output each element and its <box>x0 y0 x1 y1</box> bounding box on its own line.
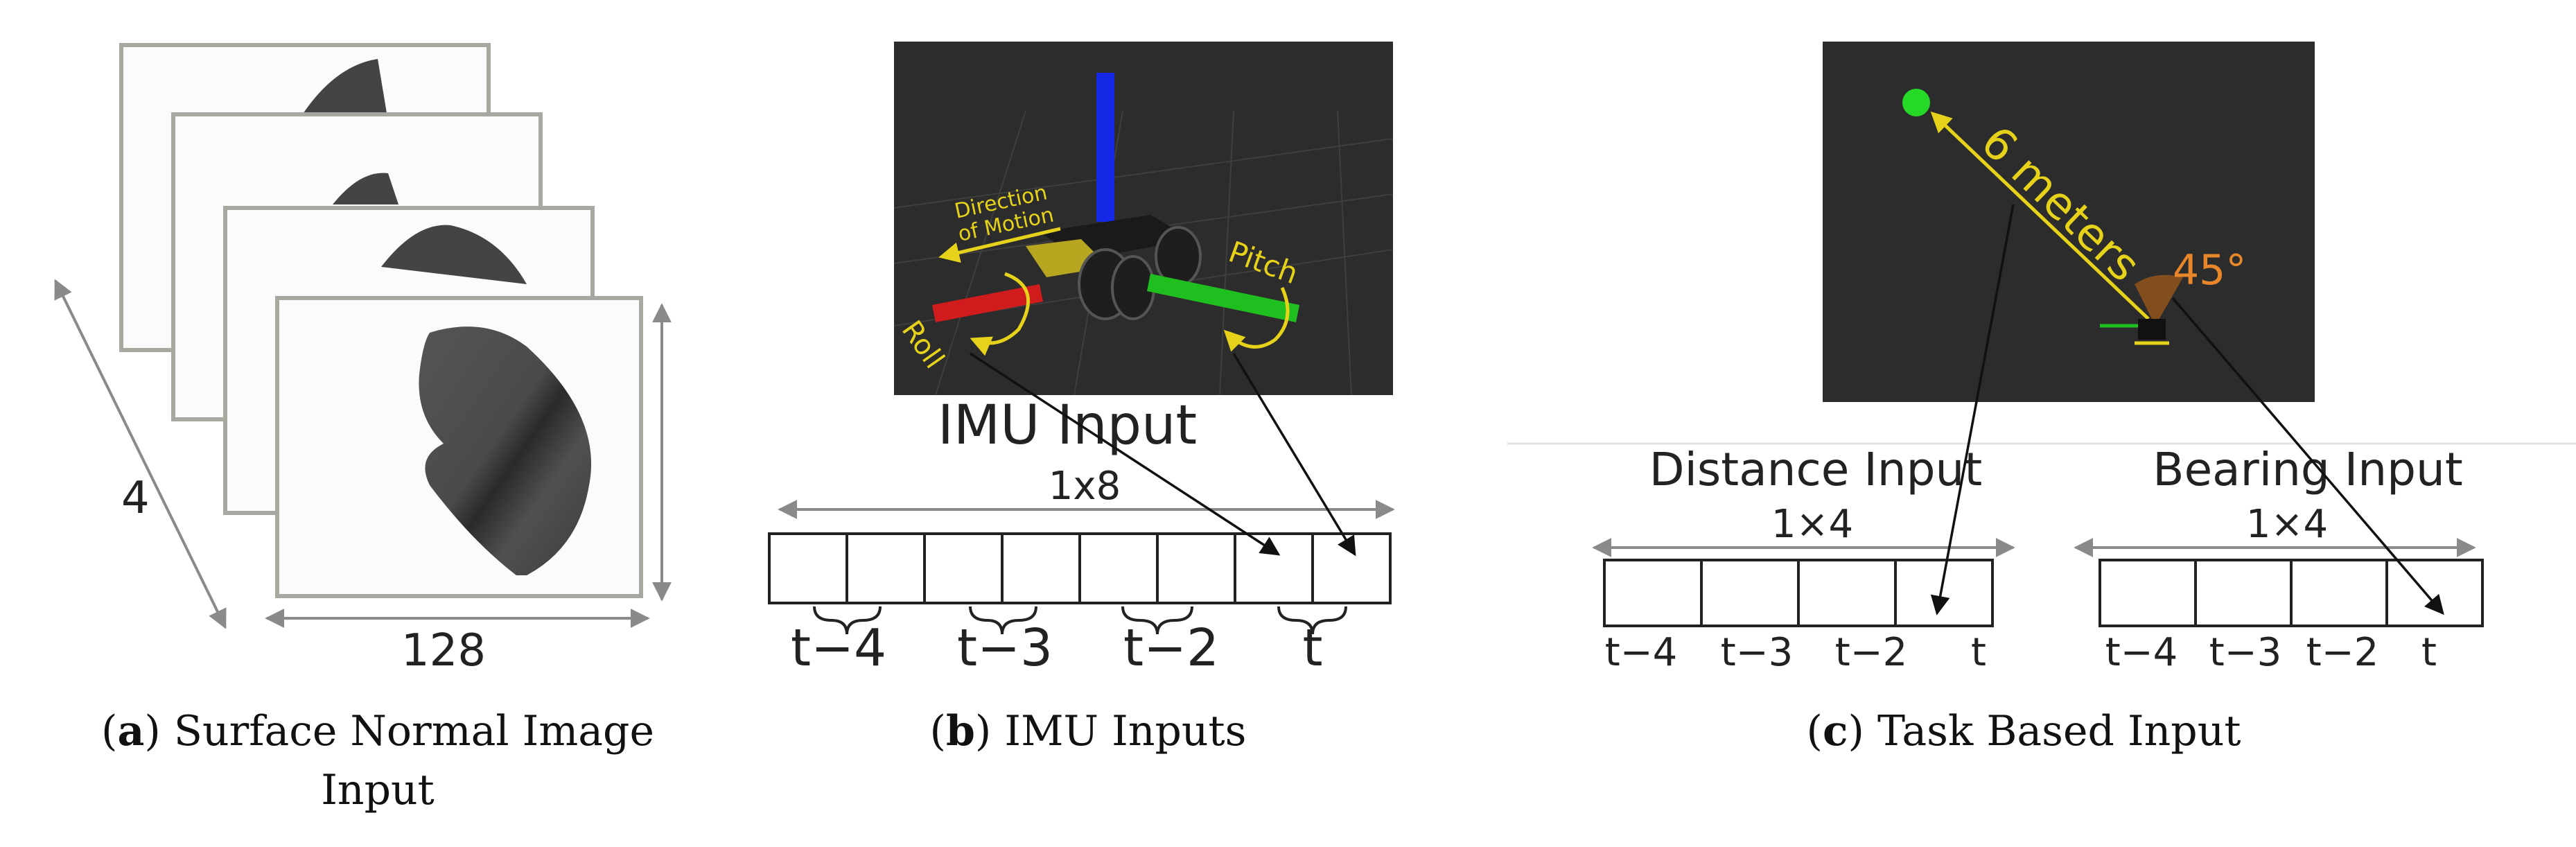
frame-3-shape <box>381 225 527 284</box>
imu-cell-7 <box>1234 532 1314 604</box>
x-axis-red <box>932 284 1043 322</box>
imu-tick-t-4: t−4 <box>791 618 886 678</box>
bearing-angle-wedge <box>2135 274 2183 326</box>
goal-marker <box>1902 89 1930 116</box>
image-stack <box>119 43 643 598</box>
distance-dims-label: 1×4 <box>1771 502 1853 547</box>
imu-tick-t: t <box>1302 618 1322 678</box>
robot-marker <box>2138 319 2166 340</box>
distance-input-title: Distance Input <box>1649 443 1982 496</box>
distance-tick-t-2: t−2 <box>1835 630 1908 675</box>
bearing-tick-t-3: t−3 <box>2209 630 2282 675</box>
frame-1-shape <box>298 59 388 121</box>
caption-a: (a) Surface Normal Image <box>101 707 654 756</box>
imu-tick-t-2: t−2 <box>1123 618 1219 678</box>
z-axis-blue <box>1096 73 1114 222</box>
roll-to-cell-arrow <box>970 352 1281 556</box>
roll-rotation-arrow <box>970 272 1031 356</box>
bearing-cell-1 <box>2099 559 2197 627</box>
bearing-cell-2 <box>2194 559 2293 627</box>
distance-tick-t-3: t−3 <box>1721 630 1794 675</box>
bearing-to-cell-arrow <box>2171 297 2444 615</box>
y-axis-green <box>1147 274 1299 322</box>
bearing-input-vector <box>2099 559 2484 627</box>
panel-c: 6 meters 45° Distance Input 1×4 t−4 t−3 … <box>1507 42 2576 756</box>
imu-cell-5 <box>1078 532 1159 604</box>
distance-tick-t-4: t−4 <box>1605 630 1678 675</box>
imu-cell-3 <box>923 532 1004 604</box>
bearing-input-title: Bearing Input <box>2153 443 2462 496</box>
bearing-tick-t-2: t−2 <box>2306 630 2379 675</box>
pitch-rotation-arrow <box>1223 286 1290 352</box>
bearing-tick-t-4: t−4 <box>2105 630 2178 675</box>
front-shape <box>419 326 592 575</box>
bearing-cell-4 <box>2385 559 2484 627</box>
imu-dims-label: 1x8 <box>1049 464 1121 509</box>
caption-c: (c) Task Based Input <box>1807 707 2241 756</box>
imu-cell-1 <box>768 532 848 604</box>
imu-cell-4 <box>1001 532 1081 604</box>
imu-cell-6 <box>1156 532 1236 604</box>
panel-b: Direction of Motion Roll Pitch IMU Input… <box>768 42 1395 756</box>
depth-label: 4 <box>121 473 150 524</box>
bearing-dims-label: 1×4 <box>2246 502 2328 547</box>
width-label: 128 <box>401 625 486 676</box>
distance-cell-1 <box>1603 559 1703 627</box>
direction-arrow <box>938 227 1061 263</box>
distance-to-cell-arrow <box>1930 204 2015 615</box>
caption-a-line2: Input <box>321 766 435 814</box>
imu-brackets <box>813 606 1347 635</box>
imu-cell-2 <box>845 532 926 604</box>
panel-a: 4 128 (a) Surface Normal Image Input <box>54 43 672 814</box>
distance-cell-3 <box>1797 559 1897 627</box>
distance-input-vector <box>1603 559 1994 627</box>
distance-cell-2 <box>1700 559 1800 627</box>
imu-cell-8 <box>1311 532 1392 604</box>
distance-line <box>1930 111 2150 320</box>
frame-2-shape <box>333 173 398 204</box>
goal-render: 6 meters 45° <box>1823 42 2315 402</box>
bearing-cell-3 <box>2290 559 2388 627</box>
bearing-tick-t: t <box>2421 630 2437 675</box>
distance-tick-t: t <box>1971 630 1986 675</box>
depth-dimension-arrow <box>54 279 227 629</box>
angle-value: 45° <box>2173 246 2246 295</box>
imu-tick-t-3: t−3 <box>957 618 1053 678</box>
robot-render: Direction of Motion Roll Pitch <box>893 42 1394 396</box>
caption-b: (b) IMU Inputs <box>930 707 1247 756</box>
imu-input-title: IMU Input <box>938 394 1197 457</box>
pitch-to-cell-arrow <box>1232 353 1356 557</box>
imu-input-vector <box>768 532 1392 604</box>
